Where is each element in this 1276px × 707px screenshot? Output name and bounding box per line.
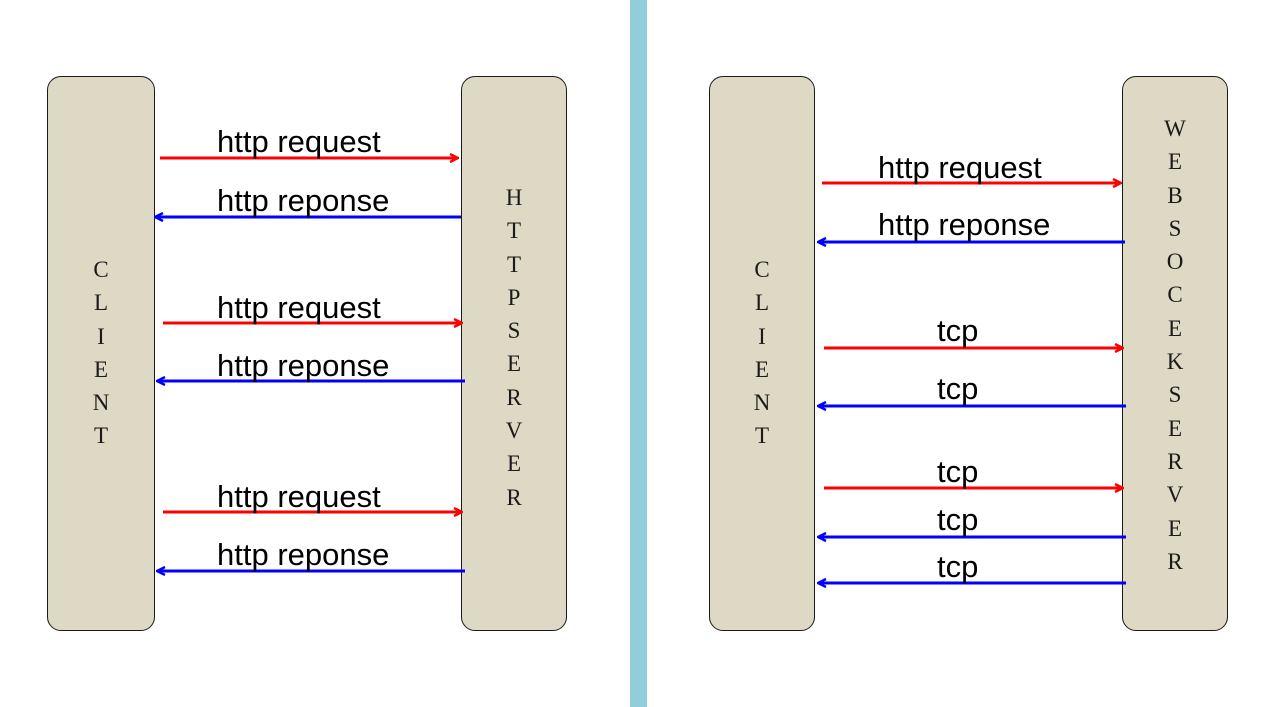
right-message-label: http reponse — [878, 207, 1051, 242]
label-letter: C — [93, 257, 109, 282]
label-letter: R — [1167, 548, 1183, 574]
label-letter: E — [1167, 515, 1183, 541]
label-letter: L — [93, 290, 109, 316]
label-letter: B — [1167, 182, 1183, 208]
label-letter: E — [1167, 149, 1183, 175]
label-letter: E — [754, 356, 770, 382]
label-letter: W — [1164, 116, 1186, 141]
right-message-label: http request — [878, 150, 1042, 185]
label-letter: V — [505, 418, 523, 444]
label-letter: P — [507, 284, 521, 310]
label-letter: T — [754, 423, 770, 449]
label-letter: O — [1166, 249, 1184, 275]
left-message-label: http request — [217, 479, 381, 514]
label-letter: C — [754, 257, 770, 282]
label-letter: T — [506, 251, 522, 277]
label-letter: I — [758, 323, 766, 349]
label-letter: C — [1167, 282, 1183, 308]
label-letter: R — [506, 384, 522, 410]
label-letter: E — [506, 451, 522, 477]
right-message-label: tcp — [937, 313, 979, 348]
label-letter: E — [1167, 315, 1183, 341]
label-letter: N — [753, 390, 771, 416]
right-message-label: tcp — [937, 549, 979, 584]
divider-bar — [630, 0, 647, 707]
label-letter: S — [507, 318, 521, 344]
label-letter: E — [1167, 415, 1183, 441]
label-letter: S — [1168, 215, 1182, 241]
right-message-label: tcp — [937, 502, 979, 537]
label-letter: R — [506, 484, 522, 510]
label-letter: E — [506, 351, 522, 377]
label-letter: R — [1167, 448, 1183, 474]
label-letter: T — [93, 423, 109, 449]
label-letter: T — [506, 218, 522, 244]
label-letter: N — [92, 390, 110, 416]
label-letter: L — [754, 290, 770, 316]
label-letter: H — [505, 185, 523, 210]
left-message-label: http request — [217, 124, 381, 159]
label-letter: V — [1166, 482, 1184, 508]
right-message-label: tcp — [937, 371, 979, 406]
left-message-label: http request — [217, 290, 381, 325]
label-letter: S — [1168, 382, 1182, 408]
label-letter: I — [97, 323, 105, 349]
left-message-label: http reponse — [217, 348, 390, 383]
label-letter: K — [1166, 349, 1184, 375]
left-message-label: http reponse — [217, 537, 390, 572]
label-letter: E — [93, 356, 109, 382]
left-message-label: http reponse — [217, 183, 390, 218]
right-message-label: tcp — [937, 454, 979, 489]
